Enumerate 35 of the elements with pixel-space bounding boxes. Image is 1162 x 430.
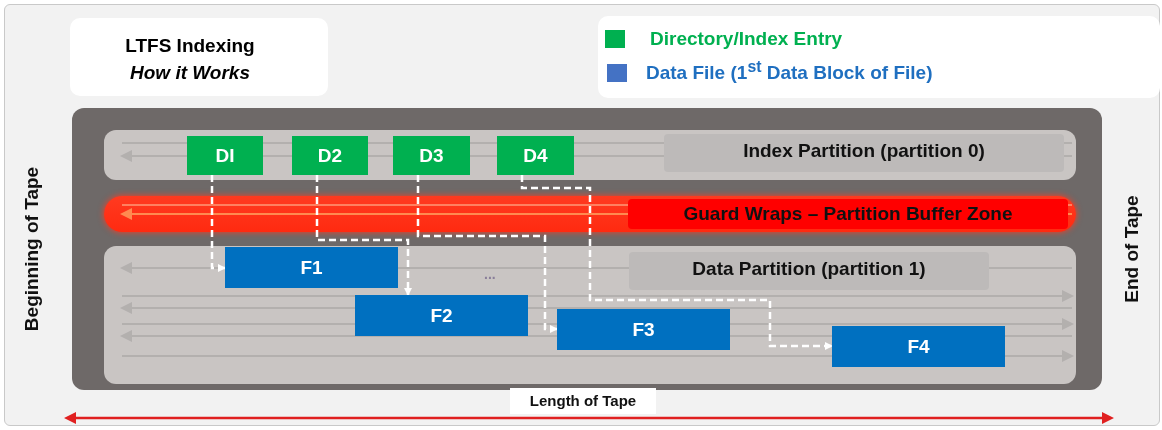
data-file-box xyxy=(832,326,1005,367)
data-file-box xyxy=(225,247,398,288)
directory-entry-box xyxy=(187,136,263,175)
file-label: F2 xyxy=(430,304,453,327)
file-label: F4 xyxy=(907,335,930,358)
partition-label: Data Partition (partition 1) xyxy=(629,252,989,290)
entry-label: D2 xyxy=(317,144,343,167)
file-label: F1 xyxy=(300,256,323,279)
data-partition-band xyxy=(104,246,1076,384)
legend-text: Data File (1$^{st}$ Data Block of File) xyxy=(646,58,933,85)
tape-body xyxy=(72,108,1102,390)
file-label: F3 xyxy=(632,318,655,341)
data-file-box xyxy=(355,295,528,336)
buffer-zone-label: Guard Wraps – Partition Buffer Zone xyxy=(682,202,1014,225)
entry-label: DI xyxy=(215,144,235,167)
dashed-arrow xyxy=(210,175,226,272)
buffer-zone-box xyxy=(628,199,1068,229)
directory-entry-box xyxy=(497,136,574,175)
index-partition-band xyxy=(104,130,1076,180)
subtitle: How it Works xyxy=(129,61,251,85)
partition-label: Index Partition (partition 0) xyxy=(664,134,1064,172)
data-file-box xyxy=(557,309,730,350)
dashed-arrow xyxy=(315,175,412,296)
dashed-arrow xyxy=(416,175,558,333)
side-label: End of Tape xyxy=(1120,195,1143,303)
entry-label: D3 xyxy=(419,144,444,167)
directory-entry-box xyxy=(393,136,470,175)
side-label: Beginning of Tape xyxy=(21,166,44,332)
legend-text: Directory/Index Entry xyxy=(650,28,843,50)
dimension-label: Length of Tape xyxy=(510,388,656,414)
title: LTFS Indexing xyxy=(124,34,256,58)
ellipsis: ... xyxy=(484,266,496,282)
entry-label: D4 xyxy=(523,144,548,167)
directory-entry-box xyxy=(292,136,368,175)
dashed-arrow xyxy=(520,175,833,350)
